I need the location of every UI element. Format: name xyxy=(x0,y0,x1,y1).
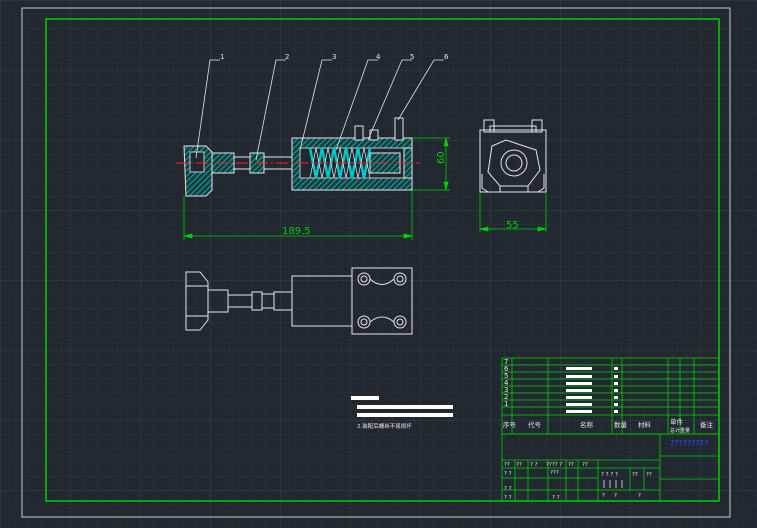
bom-header-cell: 序号 xyxy=(503,420,517,429)
sheet-outer-frame xyxy=(21,7,731,518)
bom-row-no: 1 xyxy=(504,400,508,408)
title-cell: ?? xyxy=(516,462,522,468)
notes-line-2: 2.装配后螺丝不易损坏 xyxy=(357,422,412,430)
front-section-view xyxy=(176,117,420,197)
title-cell: ? ? xyxy=(504,495,512,501)
notes-line-bar-1 xyxy=(357,405,453,409)
spring xyxy=(308,147,372,179)
title-block xyxy=(501,433,720,502)
title-cell: ? xyxy=(614,493,617,499)
title-cell: ? xyxy=(602,493,605,499)
dimension-length-text: 189.5 xyxy=(282,226,311,237)
bom-header-cell: 单件 xyxy=(670,417,684,426)
title-cell: ???? ? xyxy=(546,462,562,468)
bom-row-no: 6 xyxy=(504,365,509,373)
bom-header: 序号 代号 名称 数量 材料 单件 总计重量 备注 xyxy=(503,417,714,434)
dimension-height xyxy=(412,137,450,191)
balloon-leaders xyxy=(195,59,444,161)
technical-notes: 2.装配后螺丝不易损坏 xyxy=(351,396,453,430)
title-cell: ? ? xyxy=(504,471,512,477)
top-bolt-left xyxy=(354,125,364,141)
drawing-title: ????????? xyxy=(670,439,708,448)
title-cell: ? xyxy=(638,493,641,499)
title-block-marks xyxy=(603,480,623,488)
dimension-overall-length xyxy=(183,190,413,240)
balloon-numbers: 1 2 3 4 5 6 xyxy=(220,53,449,61)
notes-line-bar-2 xyxy=(357,413,453,417)
title-cell: ?? xyxy=(582,462,588,468)
balloon-5: 5 xyxy=(410,53,414,61)
bom-row-no: 5 xyxy=(504,372,508,380)
balloon-4: 4 xyxy=(376,53,381,61)
title-cell: ??? xyxy=(550,470,559,476)
bom-name-bars xyxy=(566,367,618,413)
balloon-3: 3 xyxy=(332,53,336,61)
title-cell: ?? xyxy=(504,462,510,468)
balloon-6: 6 xyxy=(444,53,449,61)
top-view xyxy=(185,267,413,335)
title-block-cells: ?? ?? ? ? ???? ? ?? ?? ? ? ??? ? ? ? ? ?… xyxy=(504,462,652,501)
bom-row-no: 2 xyxy=(504,393,508,401)
title-cell: ? ? xyxy=(504,486,512,492)
title-cell: ?? xyxy=(568,462,574,468)
bom-row-no: 7 xyxy=(504,358,508,366)
balloon-2: 2 xyxy=(285,53,289,61)
bom-header-cell: 数量 xyxy=(614,420,628,429)
bom-row-no: 4 xyxy=(504,379,509,387)
top-bolt-right xyxy=(394,117,404,141)
side-view xyxy=(479,119,547,193)
notes-heading-bar xyxy=(351,396,379,400)
dimension-side-width-text: 55 xyxy=(506,220,519,231)
bom-header-cell: 代号 xyxy=(528,420,542,429)
bom-header-cell: 材料 xyxy=(638,420,652,429)
title-cell: ? ? xyxy=(530,462,538,468)
dimension-height-text: 60 xyxy=(436,151,447,164)
drawing-border xyxy=(45,18,720,502)
balloon-1: 1 xyxy=(220,53,224,61)
bom-header-cell: 总计重量 xyxy=(670,427,690,434)
bom-row-no: 3 xyxy=(504,386,508,394)
title-cell: ?? xyxy=(646,472,652,478)
title-cell: ? ? xyxy=(552,495,560,501)
title-cell: ?? xyxy=(632,472,638,478)
title-cell: ? ? ? ? xyxy=(601,472,618,478)
bom-header-cell: 名称 xyxy=(580,420,594,429)
dimension-side-width xyxy=(479,192,547,232)
parts-list-table xyxy=(501,357,720,435)
bom-header-cell: 备注 xyxy=(700,420,714,429)
bom-row-numbers: 7 6 5 4 3 2 1 xyxy=(504,358,509,408)
